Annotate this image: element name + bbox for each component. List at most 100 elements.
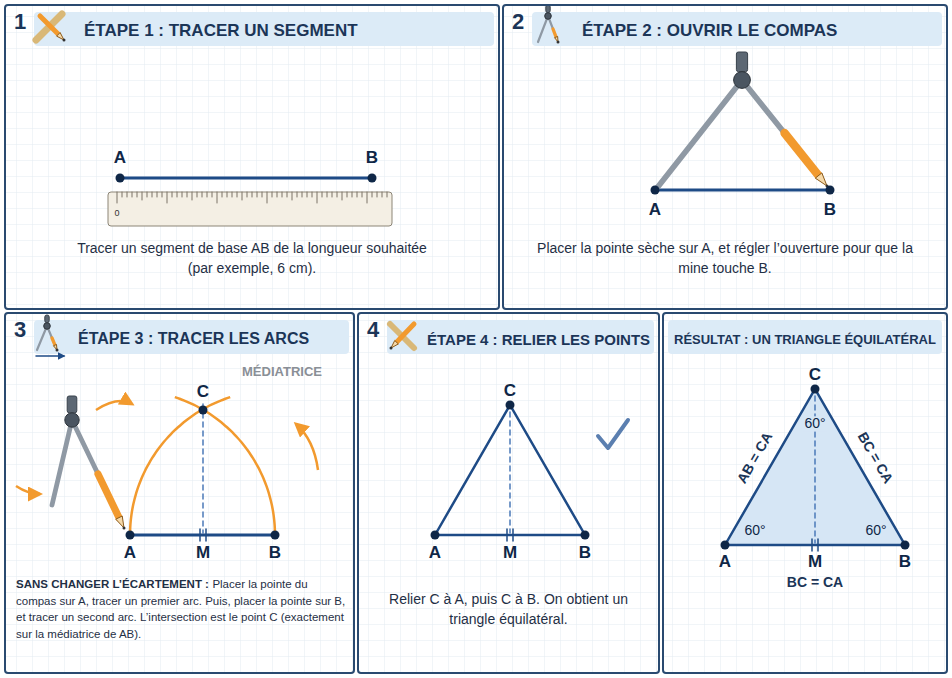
step-number: 4 (367, 317, 379, 343)
point-a (651, 186, 660, 195)
point-label: C (195, 383, 211, 402)
ruler-tick (252, 192, 253, 197)
motion-arrow (296, 424, 318, 470)
ruler-tick (337, 192, 338, 197)
step-description: SANS CHANGER L’ÉCARTEMENT :Placer la poi… (16, 576, 347, 643)
point-label: B (267, 544, 283, 563)
angle-label: 60° (742, 523, 767, 538)
ruler-tick (352, 192, 353, 197)
segment-ab (120, 177, 372, 180)
ruler-icon-4 (390, 324, 414, 348)
compass-3-pencil-leg (72, 420, 98, 474)
point-label: A (647, 201, 663, 220)
ruler-tick (377, 192, 378, 197)
check-mark (598, 420, 628, 448)
ruler-tick (357, 192, 358, 197)
ruler-tick (317, 192, 318, 203)
point-c (811, 385, 820, 394)
point-label: M (806, 553, 824, 572)
ruler-tick (232, 192, 233, 197)
description-text: Relier C à A, puis C à B. On obtient un … (389, 591, 628, 627)
point-a (721, 541, 730, 550)
compass-needle-leg (657, 80, 742, 188)
ruler-tick (192, 192, 193, 200)
segment-ab (655, 189, 830, 192)
point-label: B (364, 149, 380, 168)
ruler-tick (212, 192, 213, 197)
pencil-icon-4-tip (391, 340, 398, 348)
ruler-tick (132, 192, 133, 197)
ruler-tick (172, 192, 173, 197)
ruler-tick (342, 192, 343, 200)
point-label: C (807, 366, 823, 385)
ruler-tick (157, 192, 158, 197)
ruler-tick (327, 192, 328, 197)
step-description: Placer la pointe sèche sur A, et régler … (534, 238, 916, 279)
ruler-tick (302, 192, 303, 197)
ruler-tick (277, 192, 278, 197)
ruler-tick (332, 192, 333, 197)
point-b (581, 531, 590, 540)
step-title: ÉTAPE 2 : OUVRIR LE COMPAS (582, 14, 938, 48)
ruler-tick (267, 192, 268, 203)
ruler-tick (272, 192, 273, 197)
ruler-tick (322, 192, 323, 197)
point-b (271, 531, 280, 540)
point-label: M (501, 544, 519, 563)
ruler-tick (292, 192, 293, 200)
compass-pencil-leg (742, 80, 785, 133)
ruler-tick (372, 192, 373, 197)
midpoint-tick (512, 529, 514, 541)
panel-ground (662, 312, 948, 674)
ruler (108, 192, 392, 226)
arrow-icon (36, 355, 64, 357)
pencil-icon-4 (397, 324, 414, 342)
point-b (368, 174, 377, 183)
point-b (826, 186, 835, 195)
point-a (116, 174, 125, 183)
panel-ground (502, 4, 948, 310)
ruler-tick (362, 192, 363, 197)
ruler-tick (382, 192, 383, 197)
step-description: Relier C à A, puis C à B. On obtient un … (371, 589, 646, 630)
compass-3-pencil-tip (116, 516, 124, 528)
pencil-icon-4-lead (390, 347, 393, 350)
point-label: B (897, 553, 913, 572)
description-text: Tracer un segment de base AB de la longu… (77, 240, 427, 276)
point-a (126, 531, 135, 540)
point-label: A (717, 553, 733, 572)
compass-hinge (734, 72, 751, 89)
step-description: Tracer un segment de base AB de la longu… (66, 238, 438, 279)
ruler-tick (237, 192, 238, 197)
step-panel: RÉSULTAT : UN TRIANGLE ÉQUILATÉRAL (662, 312, 948, 674)
ruler-tick (262, 192, 263, 197)
ruler-tick (182, 192, 183, 197)
step-panel: 4ÉTAPE 4 : RELIER LES POINTSRelier C à A… (357, 312, 660, 674)
ruler-tick (117, 192, 118, 203)
compass-icon-3-hinge (44, 323, 51, 330)
ruler-tick (387, 192, 388, 197)
angle-label: 60° (802, 416, 827, 431)
ruler-tick (297, 192, 298, 197)
ruler-tick (312, 192, 313, 197)
ruler-tick (202, 192, 203, 197)
ruler-tick (147, 192, 148, 197)
ruler-tick (227, 192, 228, 197)
step-number: 3 (14, 317, 26, 343)
compass-icon-needle-leg (538, 16, 548, 42)
compass-3-needle-leg (52, 420, 72, 505)
compass-3-pencil-lead (123, 527, 126, 530)
compass-icon-3-needle-leg (37, 326, 47, 350)
ruler-tick (217, 192, 218, 203)
point-b (901, 541, 910, 550)
ruler-tick (257, 192, 258, 197)
point-label: A (112, 149, 128, 168)
angle-label: 60° (863, 523, 888, 538)
compass-icon-hinge (545, 13, 552, 20)
ruler-tick (187, 192, 188, 197)
ruler-tick (122, 192, 123, 197)
compass-icon-handle (546, 5, 550, 13)
motion-arrow (16, 486, 40, 494)
description-text: Placer la pointe sèche sur A, et régler … (537, 240, 913, 276)
compass-icon-3-handle (45, 315, 49, 323)
